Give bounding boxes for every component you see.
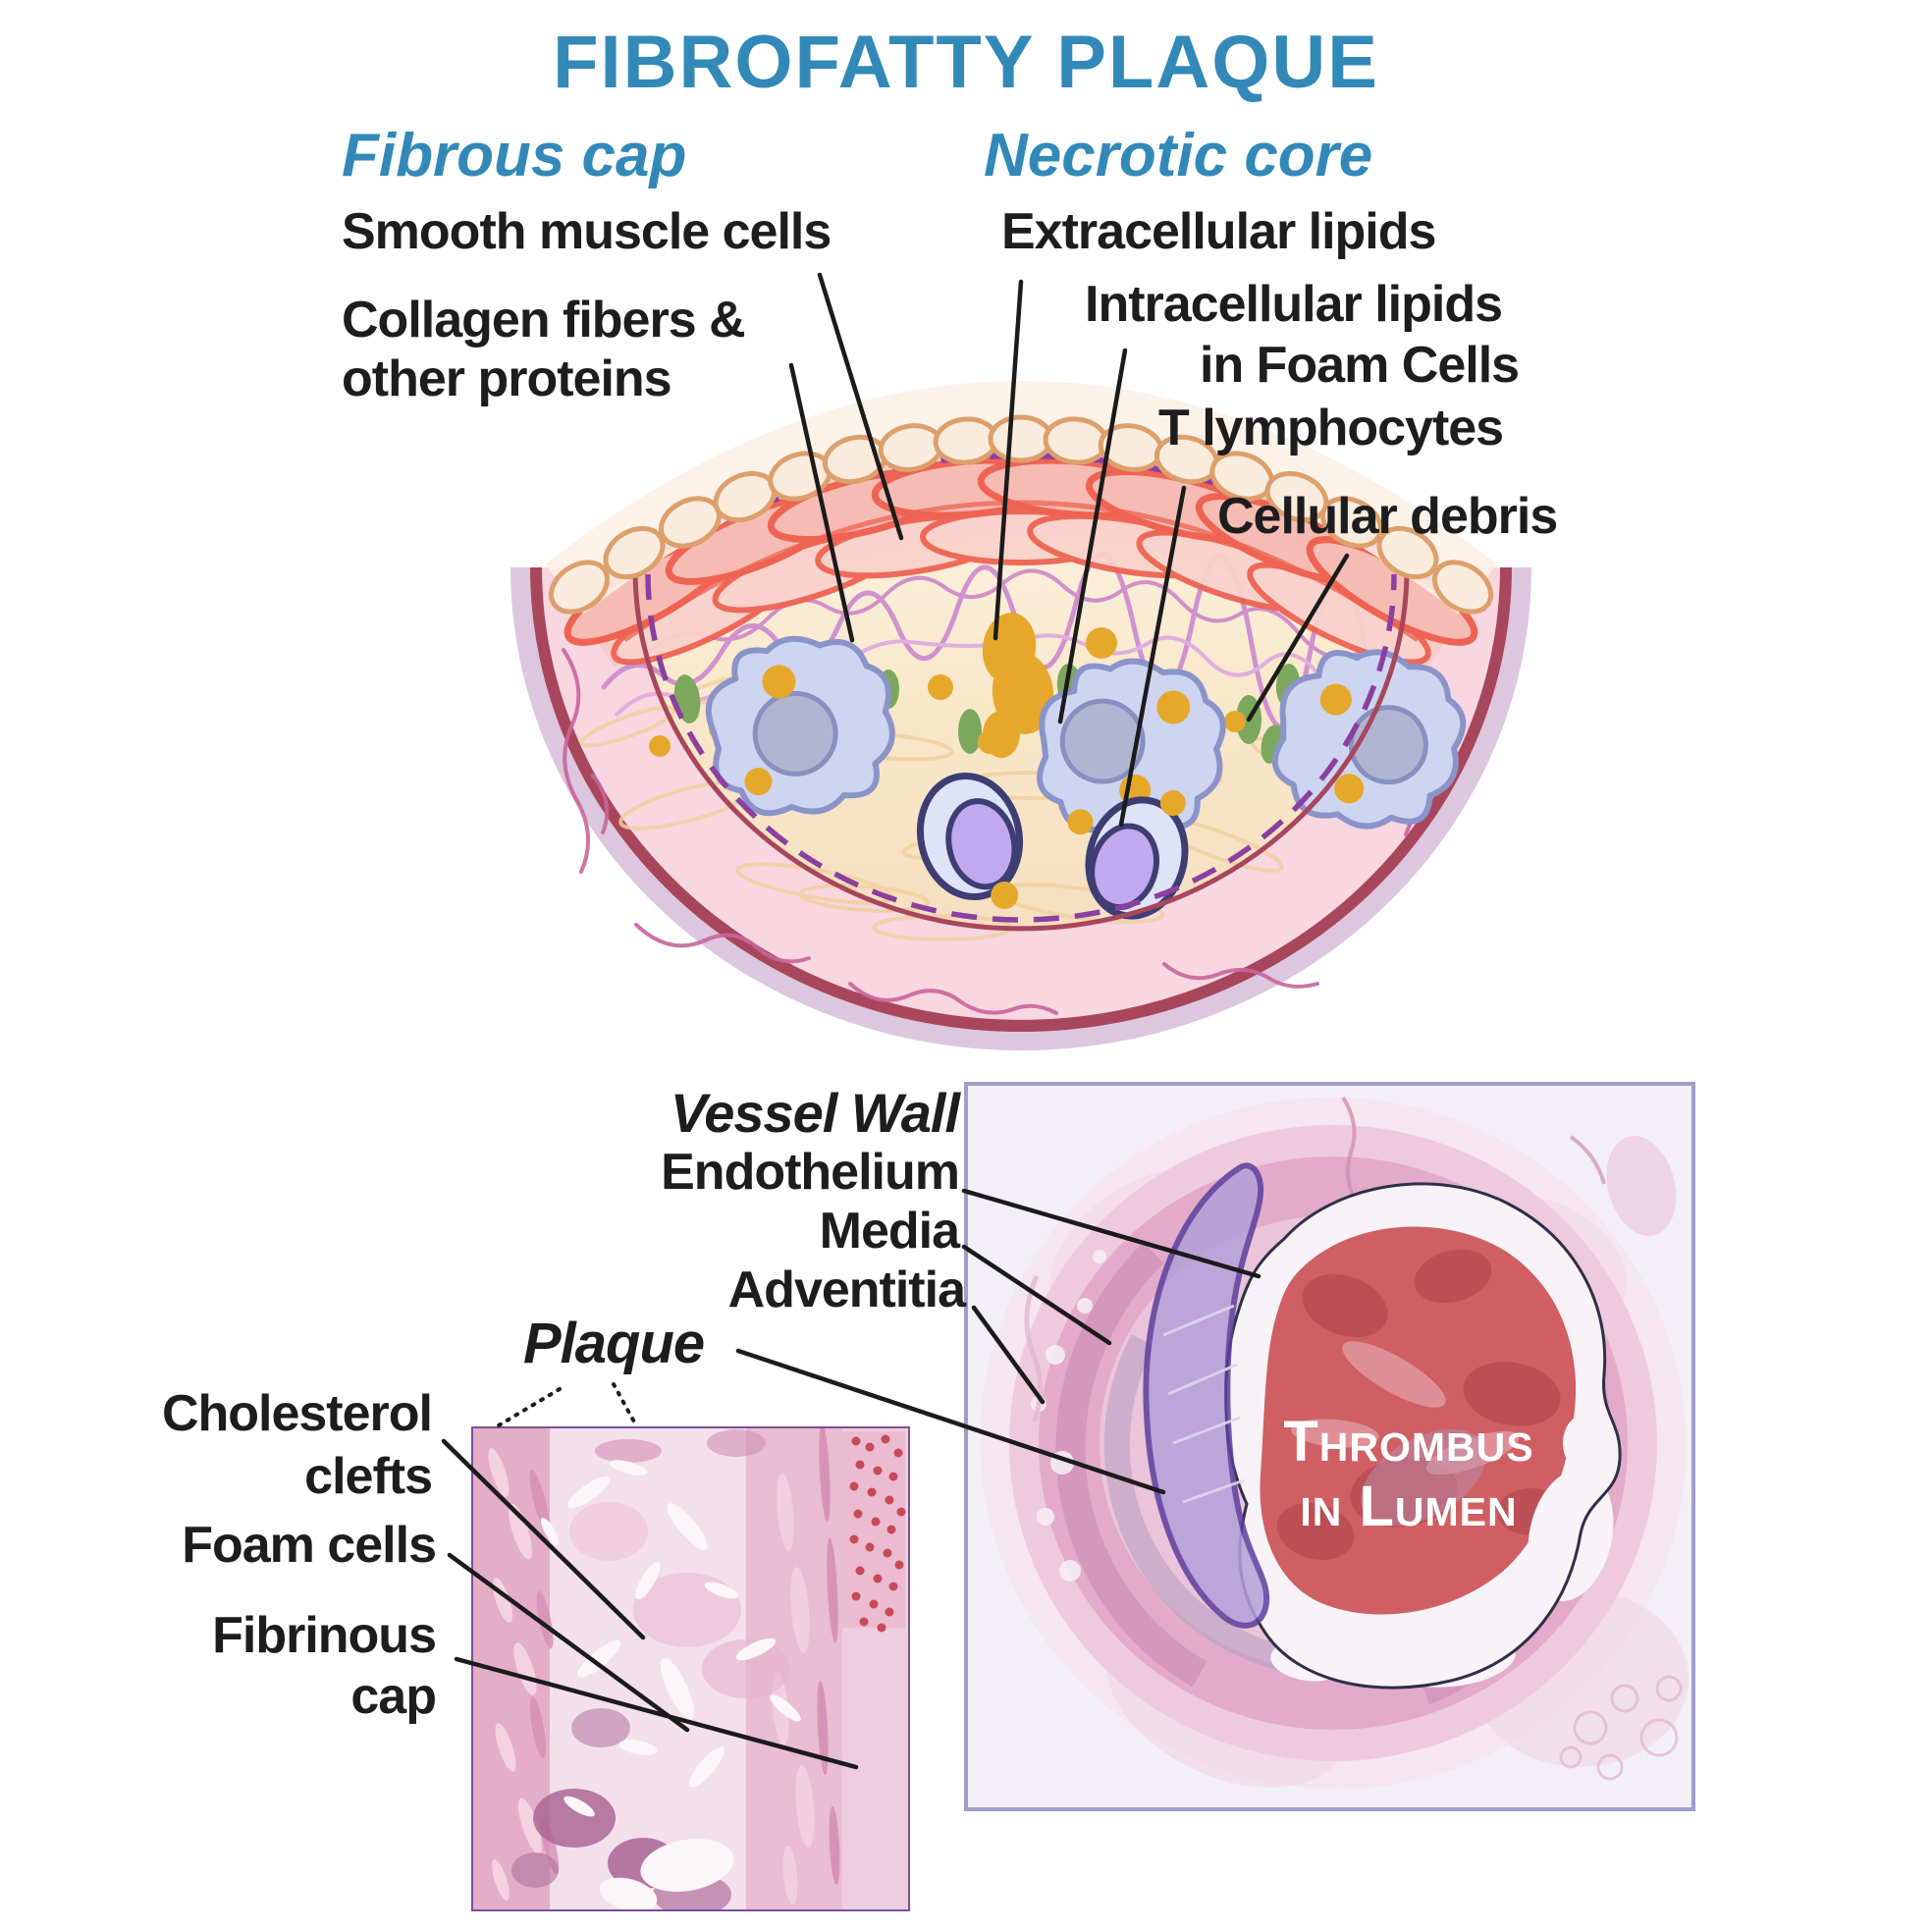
plaque-crescent-outline: [1143, 1162, 1270, 1629]
line-endothelium: [961, 1188, 1261, 1279]
label-intracellular-lipids-line2: in Foam Cells: [1200, 337, 1520, 394]
foam-cell-2: [1031, 652, 1230, 848]
line-foam-cells: [447, 1552, 690, 1733]
label-vessel-wall: Vessel Wall: [670, 1082, 960, 1144]
label-endothelium: Endothelium: [661, 1144, 960, 1201]
label-collagen-fibers-line1: Collagen fibers &: [342, 292, 746, 349]
foam-cell-1: [704, 632, 897, 818]
label-fibrinous-line1: Fibrinous: [212, 1607, 437, 1664]
dotted-line-plaque-left: [497, 1387, 562, 1427]
label-cholesterol-line2: clefts: [304, 1448, 433, 1505]
page-title: FIBROFATTY PLAQUE: [553, 21, 1379, 104]
line-media: [961, 1244, 1112, 1346]
leader-lines: [441, 272, 1350, 1770]
label-cholesterol-line1: Cholesterol: [161, 1385, 433, 1442]
label-adventitia: Adventitia: [727, 1261, 966, 1318]
line-cholesterol-clefts: [441, 1438, 646, 1640]
line-t-lymphocytes: [1118, 485, 1187, 828]
line-cellular-debris: [1246, 553, 1350, 723]
line-smooth-muscle: [817, 272, 904, 541]
line-extracellular: [993, 279, 1024, 641]
label-foam-cells: Foam cells: [182, 1517, 437, 1574]
line-plaque: [735, 1348, 1166, 1495]
vessel-cross-section-illustration: [510, 381, 1531, 1050]
line-intracellular: [1057, 348, 1128, 724]
label-intracellular-lipids-line1: Intracellular lipids: [1085, 276, 1503, 333]
label-plaque: Plaque: [523, 1312, 705, 1375]
t-lymphocyte-1: [916, 772, 1024, 909]
label-fibrinous-line2: cap: [350, 1668, 437, 1725]
label-collagen-fibers-line2: other proteins: [342, 350, 672, 407]
internal-boundary-line: [632, 568, 1410, 932]
line-adventitia: [971, 1305, 1046, 1405]
cholesterol-clefts-group: [540, 1460, 801, 1909]
line-collagen: [788, 362, 855, 643]
dotted-line-plaque-right: [612, 1382, 638, 1427]
line-fibrinous-cap: [454, 1656, 859, 1770]
label-cellular-debris: Cellular debris: [1217, 488, 1558, 545]
label-media: Media: [819, 1203, 960, 1260]
endothelium-row: [549, 414, 1493, 615]
heading-fibrous-cap: Fibrous cap: [342, 122, 687, 189]
elastic-lamina-dashed-line: [645, 573, 1397, 923]
label-extracellular-lipids: Extracellular lipids: [1001, 203, 1436, 260]
label-thrombus-line1: Thrombus: [1283, 1410, 1534, 1474]
rbc-cluster: [849, 1434, 906, 1633]
label-smooth-muscle-cells: Smooth muscle cells: [342, 203, 832, 260]
histology-small-panel: [471, 1426, 910, 1911]
label-thrombus-line2: in Lumen: [1300, 1475, 1518, 1538]
histology-large-panel: [964, 1082, 1695, 1811]
heading-necrotic-core: Necrotic core: [984, 122, 1373, 189]
label-t-lymphocytes: T lymphocytes: [1158, 400, 1504, 456]
